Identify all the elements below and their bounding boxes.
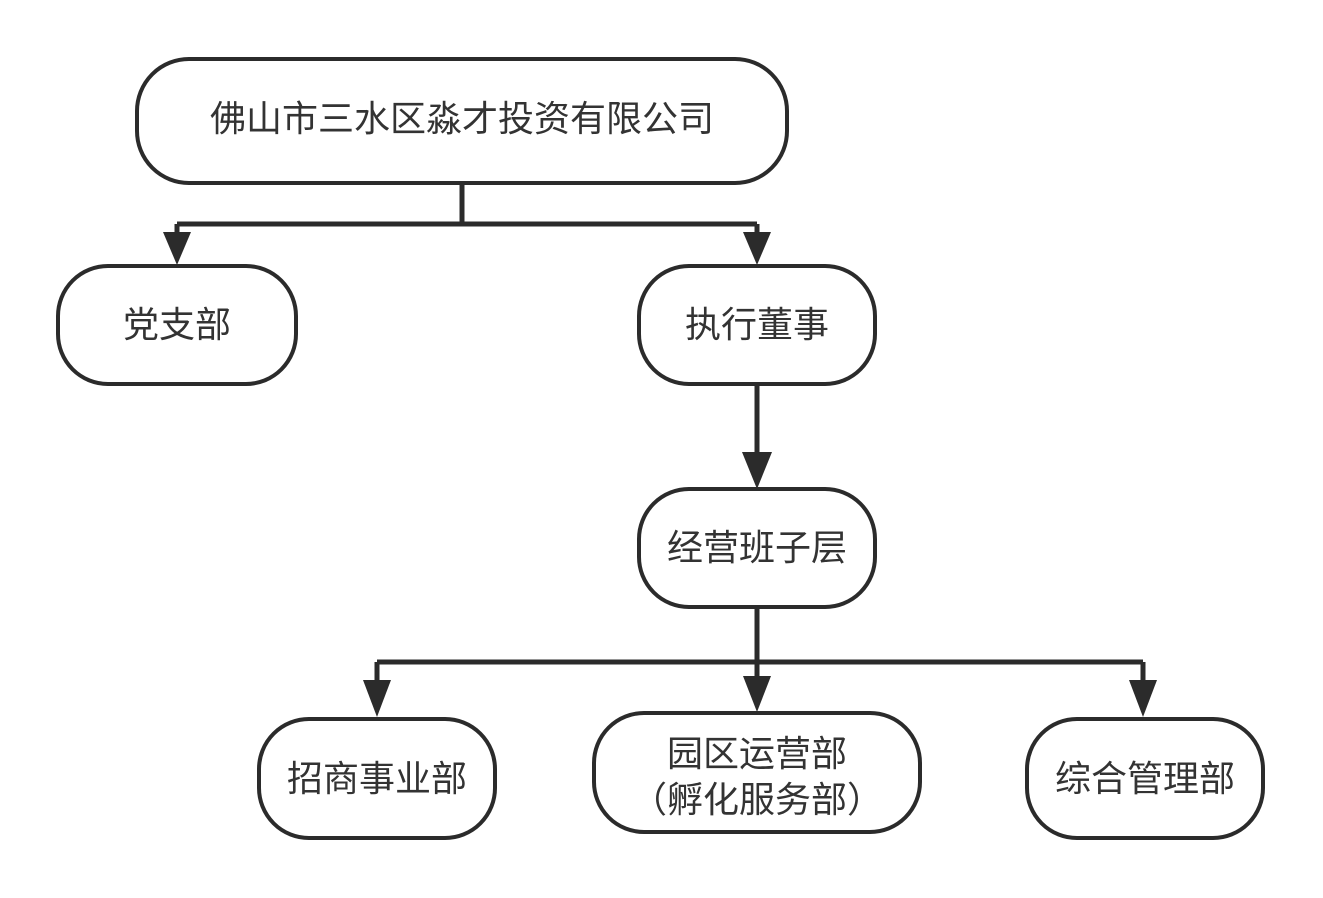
- node-park-ops-dept: 园区运营部 （孵化服务部）: [592, 711, 922, 834]
- node-investment-dept-box: [257, 717, 497, 840]
- node-executive-director-label: 执行董事: [685, 305, 829, 346]
- node-party-branch-box: [56, 264, 298, 386]
- arrow-to-park-ops-dept: [743, 676, 771, 712]
- connectors: [163, 183, 1157, 717]
- node-executive-director-box: [637, 264, 877, 386]
- arrow-to-executive-director: [743, 232, 771, 265]
- node-management-team-box: [637, 487, 877, 609]
- node-park-ops-dept-label-line2: （孵化服务部）: [631, 780, 883, 821]
- node-management-team-label: 经营班子层: [667, 528, 847, 569]
- node-admin-dept-box: [1025, 717, 1265, 840]
- arrow-to-admin-dept: [1129, 680, 1157, 717]
- node-investment-dept: 招商事业部: [257, 717, 497, 840]
- node-management-team: 经营班子层: [637, 487, 877, 609]
- node-admin-dept: 综合管理部: [1025, 717, 1265, 840]
- node-admin-dept-label: 综合管理部: [1055, 759, 1235, 800]
- node-party-branch: 党支部: [56, 264, 298, 386]
- node-party-branch-label: 党支部: [123, 305, 231, 346]
- node-company-box: [135, 57, 789, 185]
- arrow-to-investment-dept: [363, 680, 391, 717]
- arrow-to-party-branch: [163, 232, 191, 265]
- node-park-ops-dept-label-line1: 园区运营部: [667, 734, 847, 775]
- node-investment-dept-label: 招商事业部: [287, 759, 467, 800]
- node-company: 佛山市三水区淼才投资有限公司: [135, 57, 789, 185]
- node-company-label: 佛山市三水区淼才投资有限公司: [210, 99, 714, 140]
- arrow-to-management-team: [742, 452, 772, 489]
- node-executive-director: 执行董事: [637, 264, 877, 386]
- node-park-ops-dept-box: [592, 711, 922, 834]
